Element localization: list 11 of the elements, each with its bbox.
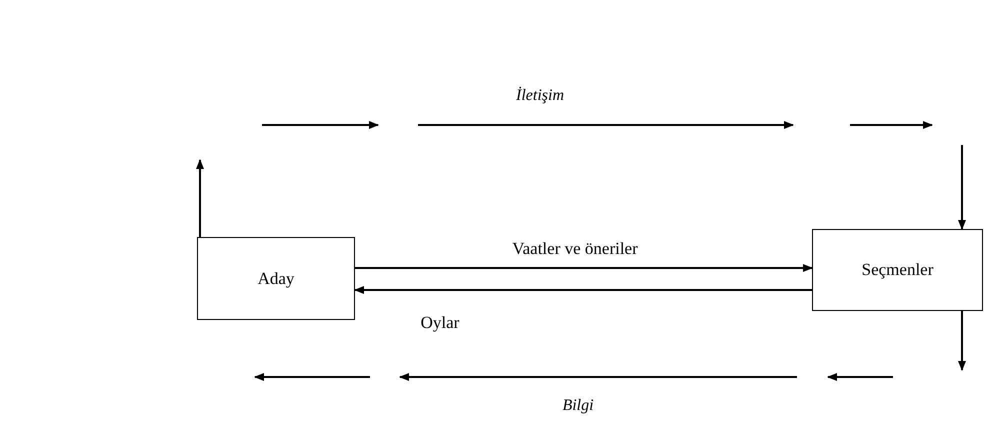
arrow bbox=[355, 264, 813, 272]
arrow bbox=[354, 286, 812, 294]
process-box bbox=[197, 237, 355, 320]
arrow bbox=[196, 159, 204, 237]
arrow bbox=[958, 311, 966, 371]
flow-label: Bilgi bbox=[562, 396, 594, 416]
box-label: Seçmenler bbox=[862, 259, 934, 282]
arrow bbox=[958, 145, 966, 230]
process-box bbox=[812, 229, 983, 311]
box-label: Aday bbox=[258, 268, 294, 290]
flow-label: İletişim bbox=[516, 86, 564, 106]
